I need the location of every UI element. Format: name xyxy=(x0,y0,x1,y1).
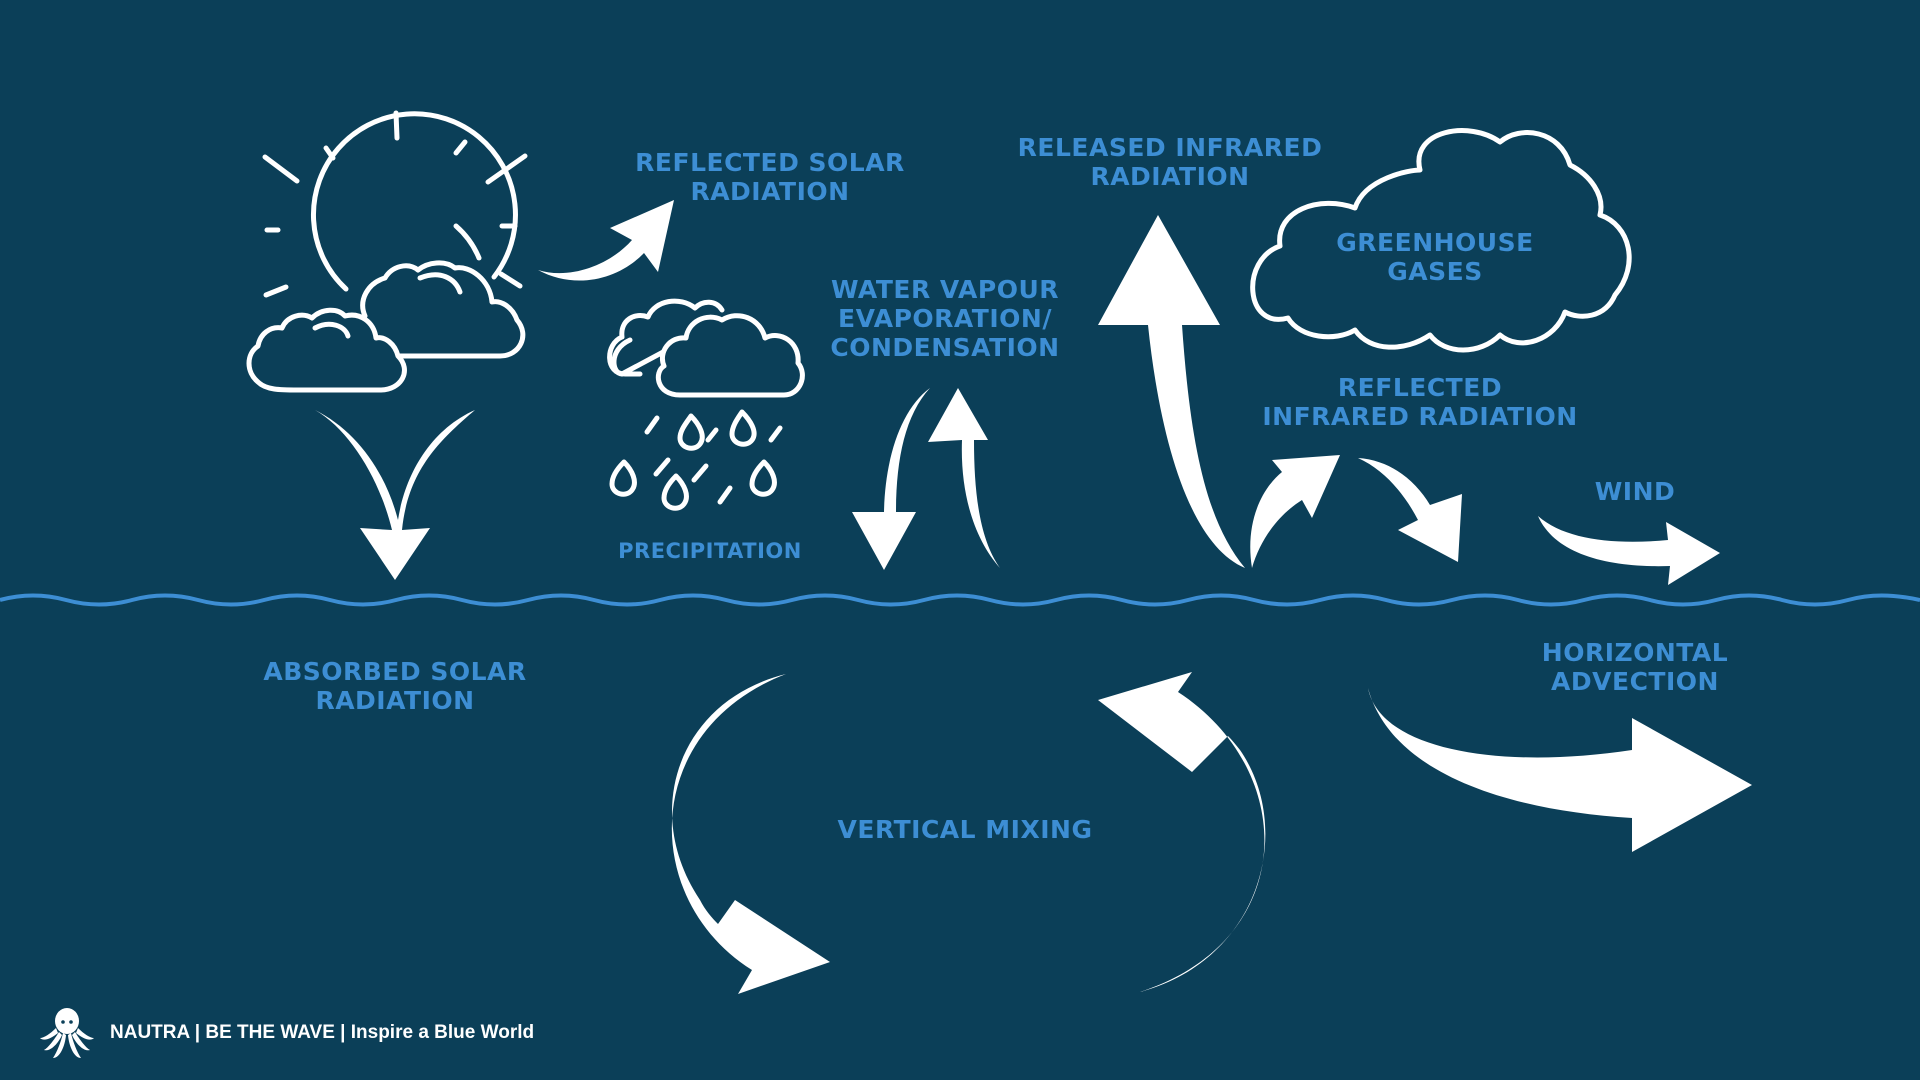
label-line: GREENHOUSE xyxy=(1336,228,1534,257)
label-line: HORIZONTAL xyxy=(1541,638,1729,667)
label-line: EVAPORATION/ xyxy=(838,304,1052,333)
label-precipitation: PRECIPITATION xyxy=(595,537,825,566)
label-water-vapour: WATER VAPOUR EVAPORATION/ CONDENSATION xyxy=(800,275,1090,362)
label-line: RADIATION xyxy=(315,686,475,715)
footer-brand-text: NAUTRA | BE THE WAVE | Inspire a Blue Wo… xyxy=(110,1022,535,1043)
water-surface-wave xyxy=(0,593,1920,607)
octopus-logo-icon xyxy=(40,1008,94,1058)
label-line: ADVECTION xyxy=(1551,667,1719,696)
wind-arrow xyxy=(1538,516,1720,585)
label-line: ABSORBED SOLAR xyxy=(263,657,527,686)
label-line: RELEASED INFRARED xyxy=(1017,133,1323,162)
label-line: WIND xyxy=(1594,477,1676,506)
label-line: CONDENSATION xyxy=(830,333,1060,362)
footer-brand: NAUTRA | BE THE WAVE | Inspire a Blue Wo… xyxy=(38,1003,534,1063)
vertical-mixing-right-arrow xyxy=(1098,672,1266,992)
rain-cloud-icon xyxy=(607,298,805,511)
label-line: PRECIPITATION xyxy=(618,539,802,563)
label-absorbed-solar-radiation: ABSORBED SOLAR RADIATION xyxy=(250,657,540,715)
evaporation-arrow xyxy=(928,388,1000,568)
label-reflected-solar-radiation: REFLECTED SOLAR RADIATION xyxy=(615,148,925,206)
absorbed-solar-arrow xyxy=(315,410,475,580)
label-line: REFLECTED SOLAR xyxy=(635,148,905,177)
label-line: GASES xyxy=(1387,257,1483,286)
reflected-solar-arrow xyxy=(538,200,674,281)
sun-with-clouds-icon xyxy=(246,110,528,393)
label-line: WATER VAPOUR xyxy=(830,275,1060,304)
label-horizontal-advection: HORIZONTAL ADVECTION xyxy=(1520,638,1750,696)
label-line: VERTICAL MIXING xyxy=(837,815,1093,844)
reflected-infrared-up-arrow xyxy=(1250,455,1340,568)
label-line: INFRARED RADIATION xyxy=(1262,402,1578,431)
label-reflected-infrared-radiation: REFLECTED INFRARED RADIATION xyxy=(1240,373,1600,431)
label-line: RADIATION xyxy=(690,177,850,206)
condensation-arrow xyxy=(852,388,930,570)
label-line: RADIATION xyxy=(1090,162,1250,191)
label-line: REFLECTED xyxy=(1337,373,1503,402)
greenhouse-cloud-icon xyxy=(1250,128,1632,353)
reflected-infrared-down-arrow xyxy=(1358,458,1462,562)
vertical-mixing-left-arrow xyxy=(671,674,830,994)
label-vertical-mixing: VERTICAL MIXING xyxy=(825,815,1105,844)
horizontal-advection-arrow xyxy=(1368,688,1752,852)
released-infrared-arrow xyxy=(1098,215,1245,568)
label-released-infrared-radiation: RELEASED INFRARED RADIATION xyxy=(1000,133,1340,191)
label-greenhouse-gases: GREENHOUSE GASES xyxy=(1300,228,1570,286)
label-wind: WIND xyxy=(1575,477,1695,506)
